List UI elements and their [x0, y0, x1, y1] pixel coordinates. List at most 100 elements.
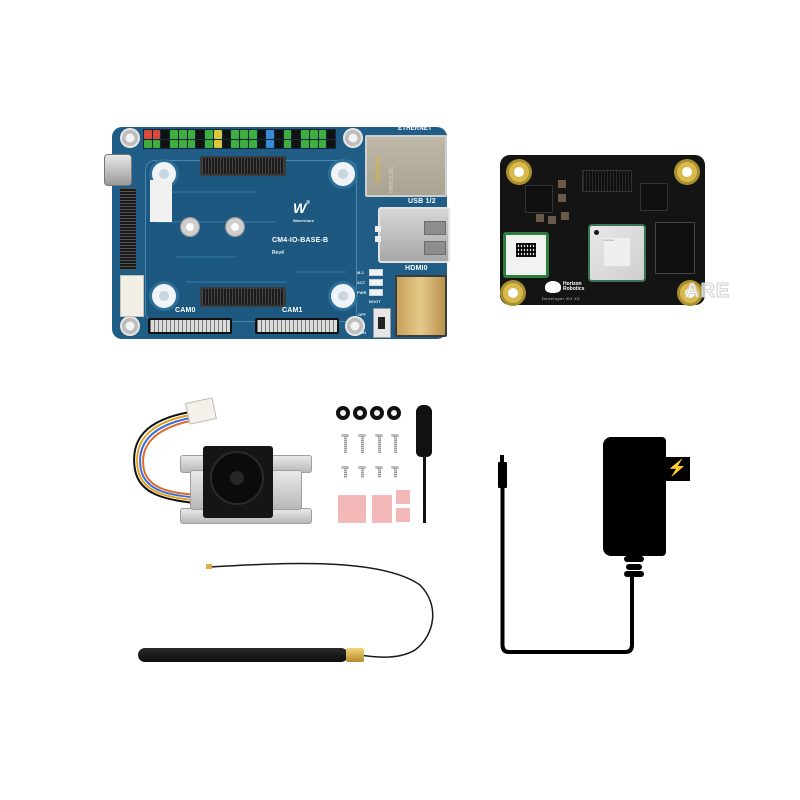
ethernet-label: ETHERNET — [398, 126, 432, 132]
inductor — [561, 212, 569, 220]
mounting-hole — [331, 284, 355, 308]
long-screw-icon — [341, 434, 349, 437]
corner-screw-icon — [120, 128, 140, 148]
module-mounting-hole — [677, 162, 697, 182]
usb-slot — [424, 221, 446, 235]
usb-c-port — [104, 154, 132, 186]
gpio-pin — [327, 130, 336, 148]
fan-header-connector — [120, 275, 144, 317]
fan-hub — [230, 471, 244, 485]
boot-switch — [373, 308, 391, 338]
gpio-pin — [275, 130, 283, 148]
short-screw-icon — [375, 466, 383, 469]
gpio-pin — [187, 130, 196, 148]
board-model-label: CM4-IO-BASE-B — [272, 237, 329, 244]
usb-label: USB 1/2 — [408, 198, 436, 205]
on-label: ON — [360, 330, 366, 335]
gpio-pin — [196, 130, 205, 148]
boot-label: BOOT — [369, 299, 381, 304]
power-adapter-plug: ⚡ — [664, 457, 690, 481]
module-mounting-hole — [680, 283, 700, 303]
ethernet-port: HanRun HR911130C — [365, 135, 447, 197]
strain-relief — [624, 571, 644, 577]
module-mounting-hole — [509, 162, 529, 182]
mounting-hole — [331, 162, 355, 186]
waveshare-logo-icon: W — [293, 200, 307, 216]
cam1-label: CAM1 — [282, 307, 303, 314]
inductor — [536, 214, 544, 222]
short-screw-icon — [391, 466, 399, 469]
short-screw-icon — [358, 466, 366, 469]
long-screw-shaft — [361, 436, 364, 453]
gpio-pin — [161, 130, 170, 148]
fan-wires — [133, 411, 204, 505]
inductor — [558, 194, 566, 202]
short-screw-shaft — [344, 468, 347, 478]
gpio-pin — [248, 130, 257, 148]
gpio-pin — [213, 130, 222, 148]
strain-relief — [624, 556, 644, 562]
smd-component — [375, 236, 381, 242]
thermal-pad — [372, 495, 392, 523]
module-mounting-hole — [503, 283, 523, 303]
led-act — [369, 279, 383, 286]
pcb-trace — [166, 191, 256, 193]
wifi-module — [503, 232, 549, 278]
gpio-header — [143, 129, 336, 149]
pin1-marker — [594, 230, 599, 235]
ic-chip — [525, 185, 553, 213]
watermark-text: ARE — [684, 280, 731, 303]
gpio-pin — [205, 130, 213, 148]
cooling-fan — [203, 446, 273, 518]
led-label-act: ACT — [357, 280, 366, 285]
board-revision-label: Rev4 — [272, 250, 284, 256]
blank-label-area — [150, 180, 172, 222]
rubber-washer — [387, 406, 401, 420]
gpio-pin — [309, 130, 318, 148]
gpio-pin — [231, 130, 240, 148]
module-model-text: Developer Kit X3 — [542, 296, 581, 301]
strain-relief — [626, 564, 642, 570]
power-adapter-body — [603, 437, 666, 556]
ic-chip — [640, 183, 668, 211]
led-label-m2: M.2 — [357, 270, 364, 275]
m2-standoff — [180, 217, 200, 237]
hdmi-port — [395, 275, 447, 337]
antenna-icon — [138, 648, 348, 662]
cam0-label: CAM0 — [175, 307, 196, 314]
pcb-trace — [156, 221, 276, 223]
gpio-pin — [292, 130, 301, 148]
memory-chip — [655, 222, 695, 274]
mounting-hole — [152, 284, 176, 308]
brand-line-1: Horizon — [563, 281, 582, 287]
short-screw-shaft — [361, 468, 364, 478]
inductor — [558, 180, 566, 188]
led-label-pwr: PWR — [357, 290, 367, 295]
corner-screw-icon — [343, 128, 363, 148]
corner-screw-icon — [120, 316, 140, 336]
ic-chip — [582, 170, 632, 192]
thermal-pad — [338, 495, 366, 523]
short-screw-shaft — [378, 468, 381, 478]
off-label: OFF — [358, 312, 366, 317]
led-pwr — [369, 289, 383, 296]
fan-blades-icon — [212, 453, 262, 503]
long-screw-icon — [375, 434, 383, 437]
inductor — [548, 216, 556, 224]
usb-a-port — [378, 207, 450, 263]
gpio-pin — [257, 130, 266, 148]
antenna-cable — [206, 562, 434, 658]
long-screw-shaft — [378, 436, 381, 453]
b2b-connector-top — [200, 156, 286, 176]
rubber-washer — [370, 406, 384, 420]
gpio-pin — [240, 130, 248, 148]
lightning-bolt-icon: ⚡ — [667, 460, 687, 477]
gpio-pin — [222, 130, 231, 148]
gpio-pin — [170, 130, 178, 148]
thermal-pad — [396, 490, 410, 504]
pcb-trace — [176, 256, 236, 258]
soc-text: Sunrise — [604, 238, 615, 242]
sma-connector — [346, 648, 364, 662]
corner-screw-icon — [345, 316, 365, 336]
short-screw-icon — [341, 466, 349, 469]
